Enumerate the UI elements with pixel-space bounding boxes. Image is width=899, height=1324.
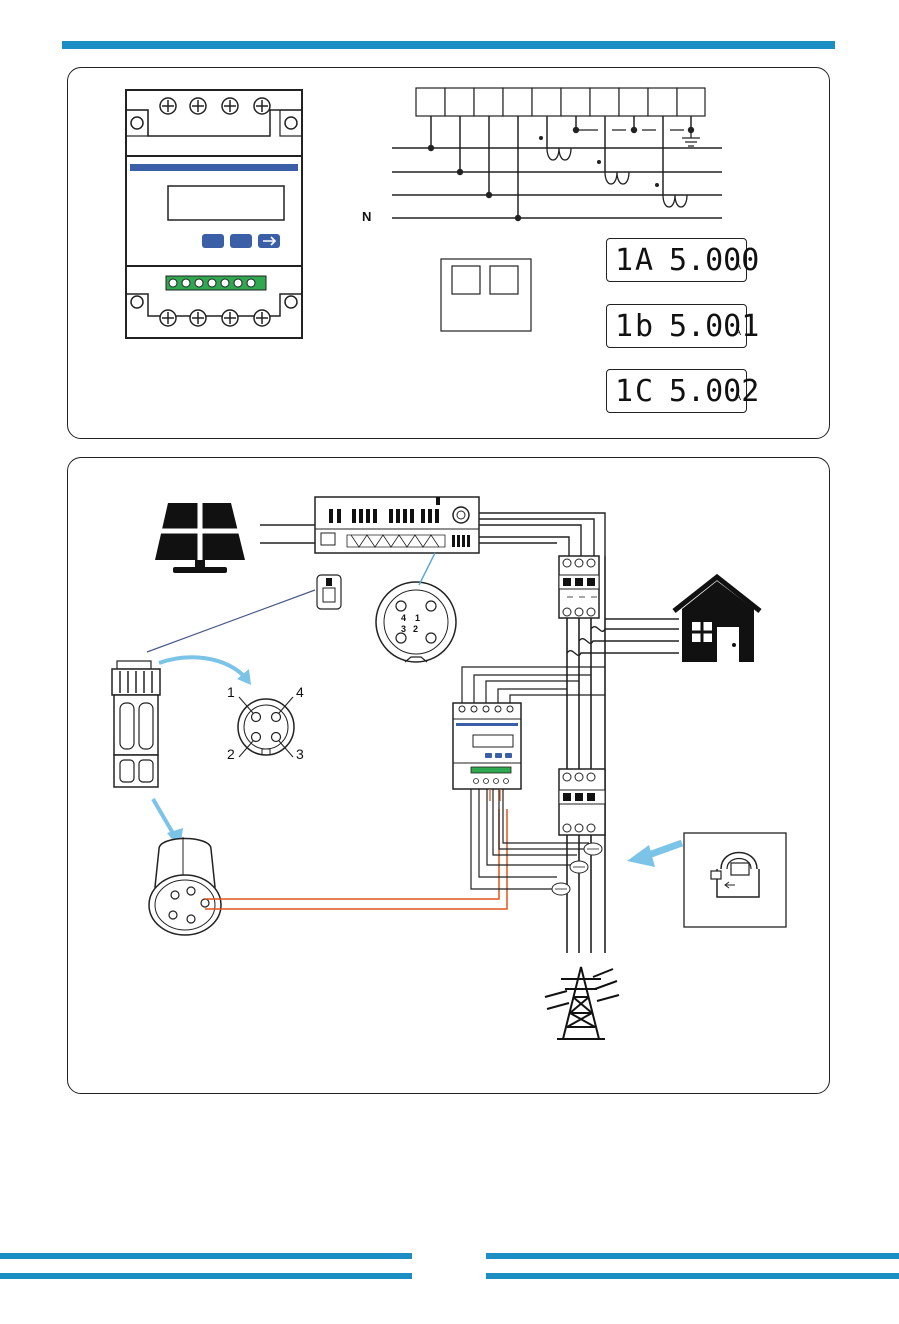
phase-c-value: 5.002 <box>669 374 759 409</box>
cable-pin-2: 2 <box>227 746 235 762</box>
footer-bar-left-top <box>0 1253 412 1259</box>
phase-b-value: 5.001 <box>669 309 759 344</box>
rs485-pin-2: 2 <box>413 624 418 634</box>
lower-breaker <box>559 769 605 835</box>
terminal-block-drawing <box>440 258 532 332</box>
solar-panel-icon <box>155 503 245 573</box>
rs485-pin-4: 4 <box>401 613 406 623</box>
footer-bar-right-top <box>486 1253 899 1259</box>
phase-b-label: 1b <box>615 309 655 344</box>
wiring-schematic <box>360 86 730 226</box>
ct-connector-icon <box>149 837 221 935</box>
phase-a-label: 1A <box>615 243 655 278</box>
cable-pin-1: 1 <box>227 684 235 700</box>
phase-c-label: 1C <box>615 374 655 409</box>
phase-a-unit: A <box>735 261 741 271</box>
header-bar <box>62 41 835 49</box>
power-tower-icon <box>557 967 605 1039</box>
cable-pin-4: 4 <box>296 684 304 700</box>
footer-bar-left-bottom <box>0 1273 412 1279</box>
current-readout-phase-b: 1b 5.001 A <box>606 304 747 348</box>
inverter-icon <box>315 497 479 553</box>
phase-a-value: 5.000 <box>669 243 759 278</box>
system-connection-diagram: 4 1 3 2 1 4 2 3 <box>67 457 830 1094</box>
rs485-pin-1: 1 <box>415 613 420 623</box>
energy-meter-icon <box>453 703 521 789</box>
cable-connector-icon <box>112 661 160 787</box>
phase-c-unit: A <box>735 392 741 402</box>
upper-breaker <box>559 556 599 618</box>
meter-front-view <box>120 88 310 340</box>
phase-b-unit: A <box>735 327 741 337</box>
current-readout-phase-c: 1C 5.002 A <box>606 369 747 413</box>
rs485-pin-3: 3 <box>401 624 406 634</box>
footer-bar-right-bottom <box>486 1273 899 1279</box>
neutral-label: N <box>362 209 371 224</box>
cable-pin-3: 3 <box>296 746 304 762</box>
current-readout-phase-a: 1A 5.000 A <box>606 238 747 282</box>
house-icon <box>674 577 760 662</box>
